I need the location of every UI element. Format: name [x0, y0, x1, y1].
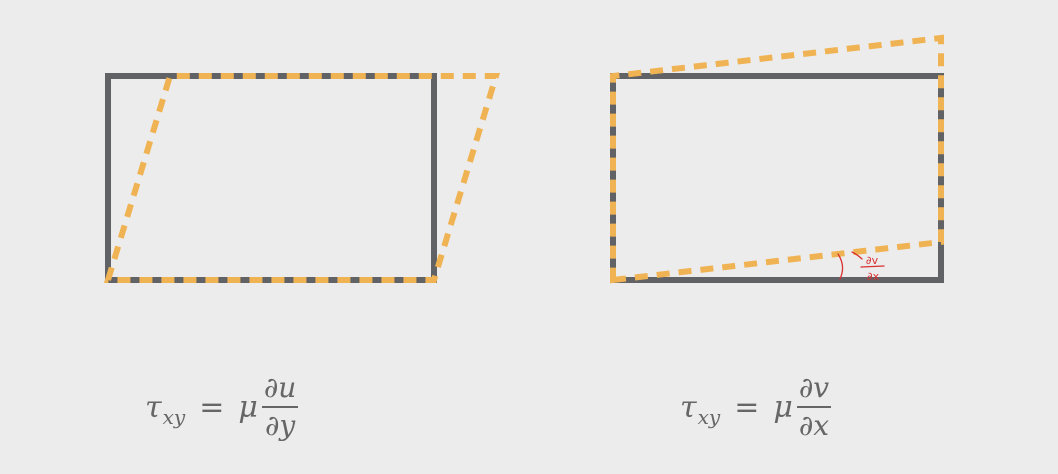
fraction-bar: [796, 406, 832, 408]
angle-arc: [837, 253, 844, 280]
right-deformed-parallelogram: [610, 34, 944, 284]
fraction-numerator: ∂u: [263, 371, 297, 404]
viscosity-symbol: μ: [773, 389, 793, 425]
tau-symbol: τ: [680, 389, 697, 425]
annotation-fraction-bar: [860, 265, 885, 268]
left-original-rectangle: [105, 73, 437, 283]
shear-stress-formula-left: τ xy = μ ∂u ∂y: [145, 371, 299, 442]
fraction-bar: [261, 406, 299, 408]
fraction-numerator: ∂v: [798, 371, 830, 404]
left-deformed-parallelogram: [103, 73, 501, 283]
tau-subscript: xy: [697, 405, 721, 429]
fraction-denominator: ∂y: [264, 409, 296, 442]
annotation-leader: [851, 251, 863, 260]
angle-annotation: [837, 251, 885, 280]
derivative-fraction: ∂v ∂x: [796, 371, 832, 442]
equals-sign: =: [199, 389, 225, 425]
annotation-numerator: ∂v: [866, 254, 879, 267]
viscosity-symbol: μ: [238, 389, 258, 425]
right-original-rectangle: [610, 73, 944, 283]
shear-stress-formula-right: τ xy = μ ∂v ∂x: [680, 371, 832, 442]
equals-sign: =: [734, 389, 760, 425]
tau-subscript: xy: [162, 405, 186, 429]
derivative-fraction: ∂u ∂y: [261, 371, 299, 442]
fraction-denominator: ∂x: [798, 409, 830, 442]
annotation-denominator: ∂x: [867, 270, 880, 283]
tau-symbol: τ: [145, 389, 162, 425]
